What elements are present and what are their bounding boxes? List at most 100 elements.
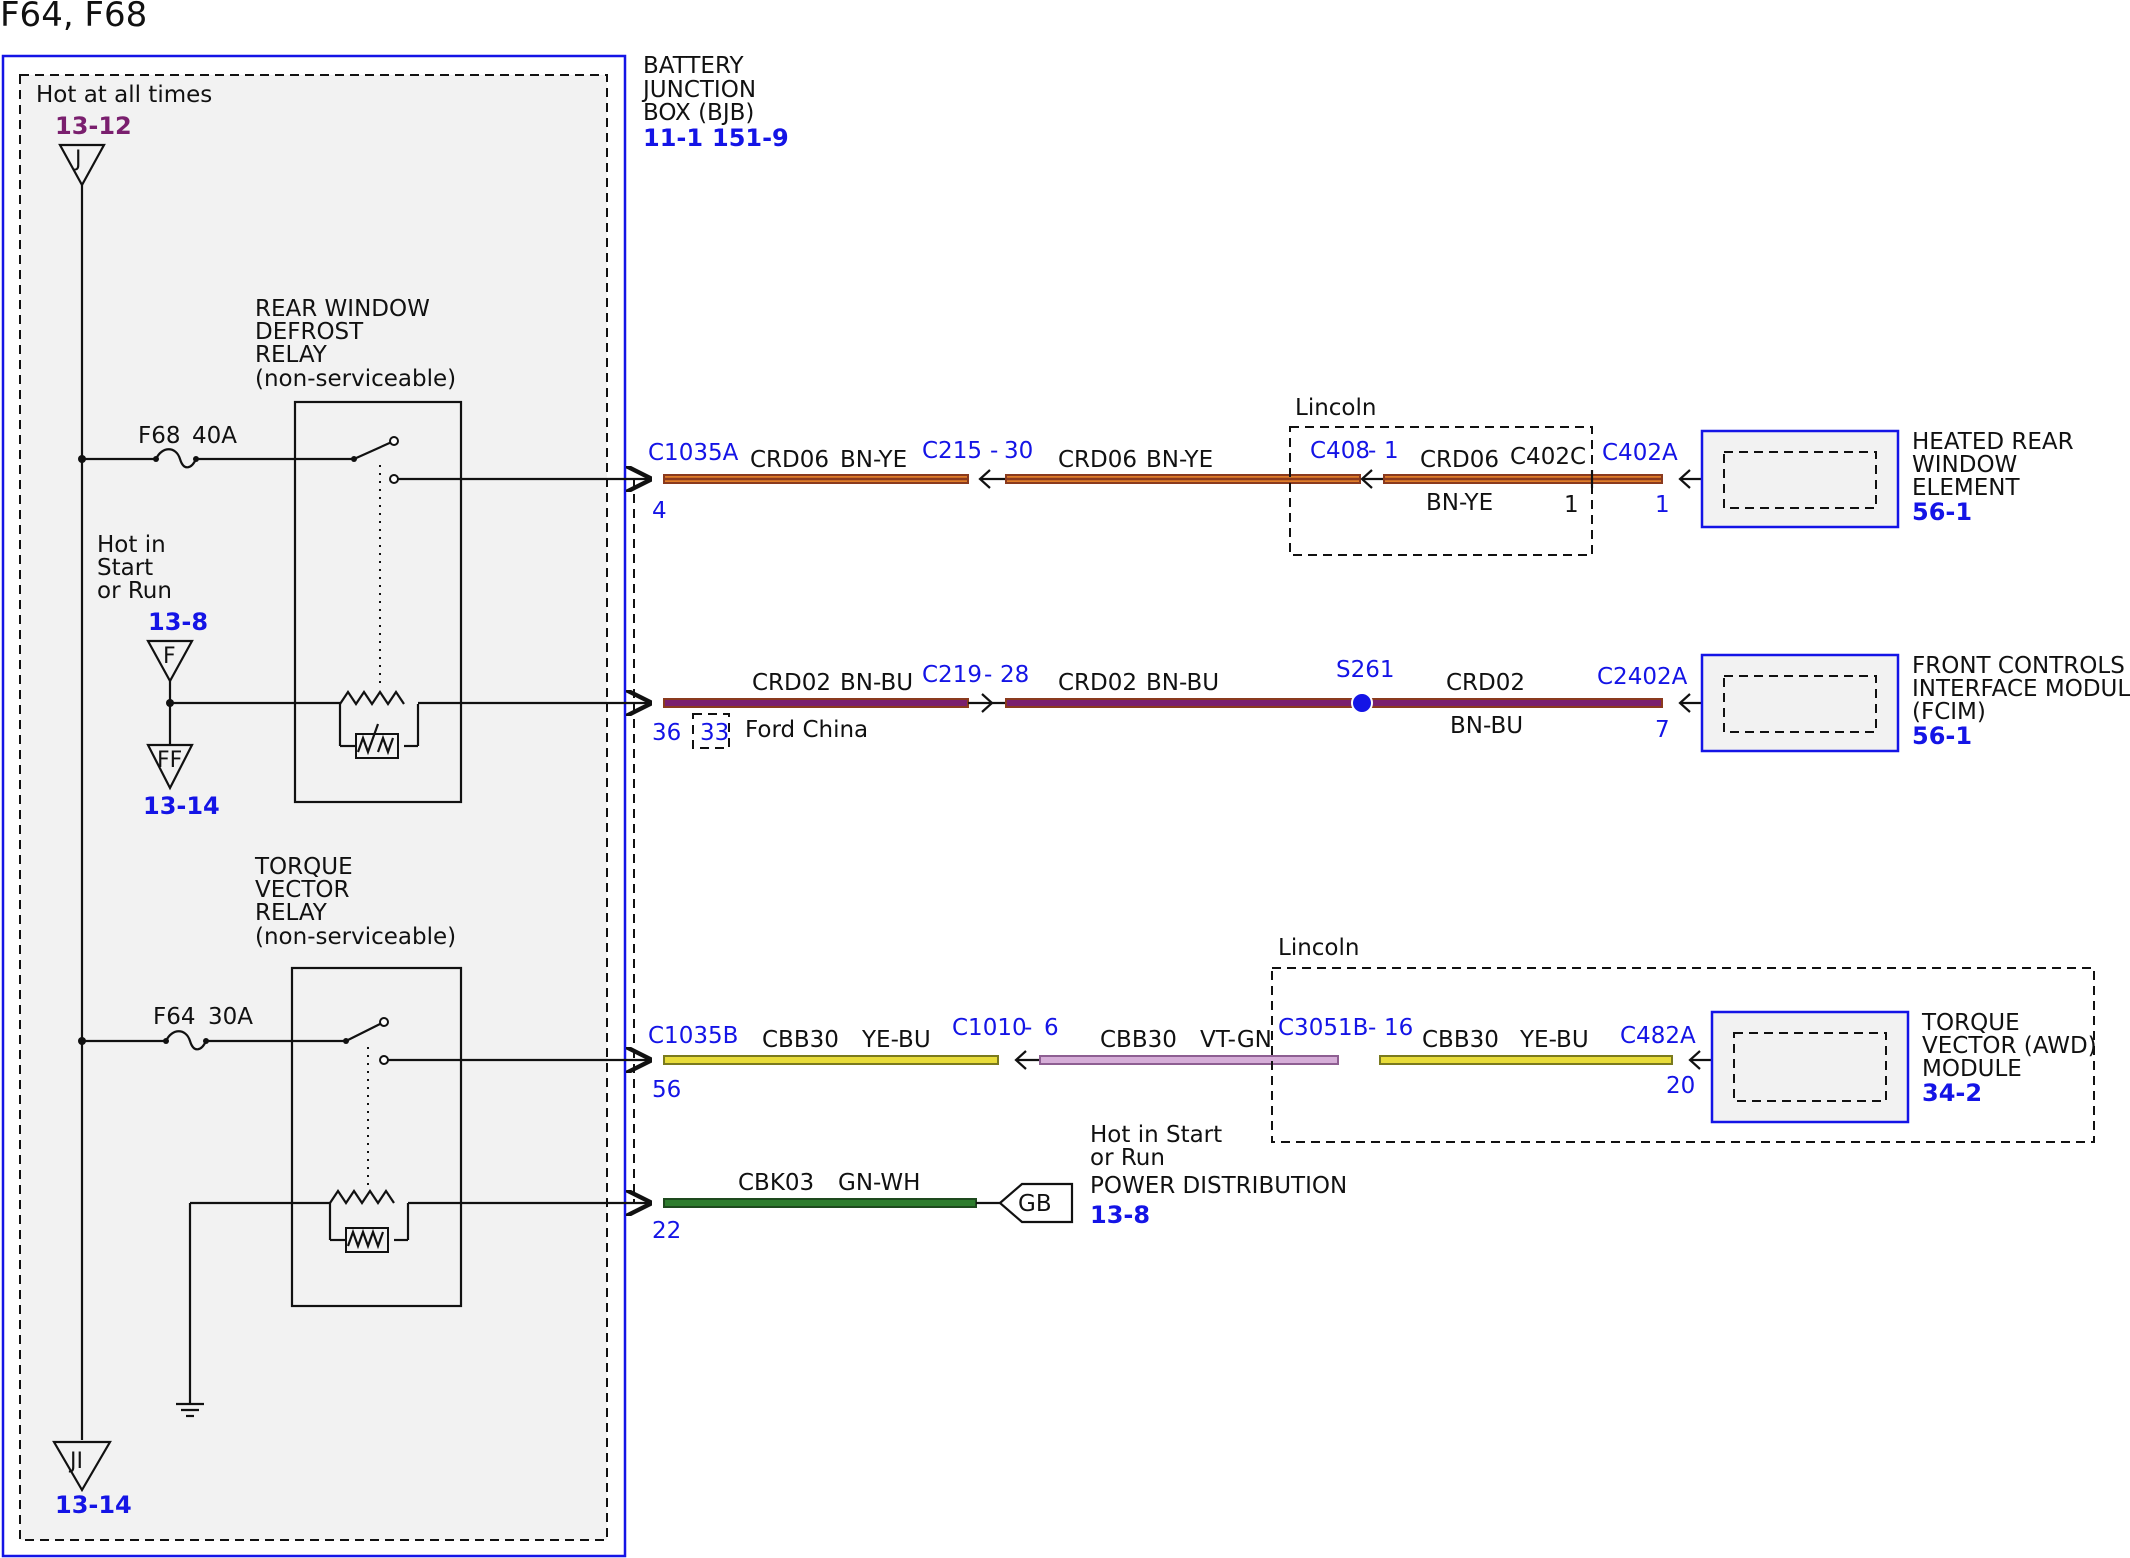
connector-triangle-f	[146, 639, 194, 684]
relay2-label-4: (non-serviceable)	[255, 924, 456, 950]
connector-ji-letter: JI	[68, 1449, 83, 1474]
device3-label-3: MODULE	[1922, 1056, 2022, 1082]
c1035b-pin: 56	[652, 1077, 681, 1103]
fuse-f64-amps: 30A	[208, 1004, 253, 1030]
bjb-ref-2[interactable]: 151-9	[712, 124, 789, 152]
c215-dash: -	[990, 438, 998, 464]
ground-gb-label: GB	[1018, 1191, 1052, 1217]
relay2-resistor	[345, 1227, 389, 1253]
c408-label[interactable]: C408	[1310, 438, 1370, 464]
c3051b-pin: 16	[1384, 1015, 1413, 1041]
c402a-pin: 1	[1655, 492, 1670, 518]
fuse-f68-label: F68	[138, 423, 181, 449]
wire-cbb30-seg3-circuit: CBB30	[1422, 1027, 1499, 1053]
connector-triangle-ff	[146, 743, 194, 791]
wire-cbb30-seg2-circuit: CBB30	[1100, 1027, 1177, 1053]
wire-crd02-seg2-color: BN-BU	[1146, 670, 1219, 696]
wire-cbb30-seg2[interactable]	[1039, 1055, 1339, 1065]
wire-cbb30-seg1-circuit: CBB30	[762, 1027, 839, 1053]
wire-crd06-seg1-color: BN-YE	[840, 447, 907, 473]
c1035a-pin-36: 36	[652, 720, 681, 746]
ji-ref[interactable]: 13-14	[55, 1491, 132, 1519]
c482a-label[interactable]: C482A	[1620, 1023, 1696, 1049]
c408-pin: 1	[1384, 438, 1399, 464]
splice-s261-label[interactable]: S261	[1336, 657, 1395, 683]
wire-cbb30-seg1-color: YE-BU	[861, 1027, 931, 1053]
c482a-pin: 20	[1666, 1073, 1695, 1099]
c1035b-label[interactable]: C1035B	[648, 1023, 738, 1049]
power-dist-ref[interactable]: 13-8	[1090, 1201, 1150, 1229]
c1010-label[interactable]: C1010	[952, 1015, 1027, 1041]
hot-all-times-ref[interactable]: 13-12	[55, 112, 132, 140]
hot-all-times-label: Hot at all times	[36, 82, 212, 108]
wire-cbk03-circuit: CBK03	[738, 1170, 814, 1196]
wire-cbk03[interactable]	[663, 1198, 977, 1208]
c1010-dash: -	[1024, 1015, 1032, 1041]
wire-crd06-seg1-circuit: CRD06	[750, 447, 829, 473]
c408-dash: -	[1368, 438, 1376, 464]
device3-ref[interactable]: 34-2	[1922, 1079, 1982, 1107]
c402a-label[interactable]: C402A	[1602, 440, 1678, 466]
wire-crd02-seg1-circuit: CRD02	[752, 670, 831, 696]
torque-vector-module-inner	[1733, 1032, 1887, 1102]
ff-ref[interactable]: 13-14	[143, 792, 220, 820]
device1-ref[interactable]: 56-1	[1912, 498, 1972, 526]
fcim-inner	[1723, 675, 1877, 733]
torque-vector-module[interactable]	[1710, 1010, 1910, 1124]
device2-ref[interactable]: 56-1	[1912, 722, 1972, 750]
relay1-box	[293, 400, 463, 804]
c402c-label: C402C	[1510, 444, 1586, 470]
lincoln-region-1	[1289, 426, 1593, 556]
bjb-ref-1[interactable]: 11-1	[643, 124, 703, 152]
c219-label[interactable]: C219	[922, 662, 982, 688]
bjb-label-2: JUNCTION	[641, 77, 756, 103]
relay1-label-1: REAR WINDOW	[255, 296, 430, 322]
relay2-box	[290, 966, 463, 1308]
connector-j-letter: J	[73, 147, 82, 172]
device1-label-1: HEATED REAR	[1912, 429, 2074, 455]
connector-triangle-j	[58, 143, 106, 188]
wire-crd02-seg3-color: BN-BU	[1450, 713, 1523, 739]
splice-s261[interactable]	[1351, 692, 1373, 714]
fuse-f68-icon	[155, 448, 198, 469]
heated-rear-window-element[interactable]	[1700, 429, 1900, 529]
fuse-f64-label: F64	[153, 1004, 196, 1030]
c3051b-dash: -	[1368, 1015, 1376, 1041]
relay1-contact	[389, 474, 399, 484]
c215-label[interactable]: C215	[922, 438, 982, 464]
relay2-label-1: TORQUE	[254, 854, 353, 880]
ford-china-pin: 33	[700, 720, 729, 746]
wire-cbk03-color: GN-WH	[838, 1170, 920, 1196]
lincoln-region-2	[1271, 967, 2095, 1143]
ford-china-pin-box	[692, 713, 730, 749]
wire-crd02-seg1[interactable]	[663, 698, 969, 708]
wire-cbb30-seg1[interactable]	[663, 1055, 999, 1065]
c3051b-label[interactable]: C3051B	[1278, 1015, 1368, 1041]
relay1-switch-arm	[353, 439, 395, 461]
wire-crd06-seg3-circuit: CRD06	[1420, 447, 1499, 473]
device2-label-3: (FCIM)	[1912, 699, 1986, 725]
hot-start-ref[interactable]: 13-8	[148, 608, 208, 636]
wire-crd06-seg2-circuit: CRD06	[1058, 447, 1137, 473]
heated-rear-window-inner	[1723, 451, 1877, 509]
front-controls-interface-module[interactable]	[1700, 653, 1900, 753]
wire-cbb30-seg3[interactable]	[1379, 1055, 1673, 1065]
relay1-coil-icon	[339, 690, 405, 706]
c1035a-pin: 4	[652, 498, 667, 524]
device2-label-2: INTERFACE MODULE	[1912, 676, 2130, 702]
relay1-resistor	[355, 733, 399, 759]
connector-ff-letter: FF	[157, 748, 182, 773]
bjb-label-3: BOX (BJB)	[643, 100, 754, 126]
c1035a-label[interactable]: C1035A	[648, 440, 739, 466]
power-dist-note-2: or Run	[1090, 1145, 1165, 1171]
fuse-f68-amps: 40A	[192, 423, 237, 449]
relay2-coil-icon	[329, 1189, 395, 1205]
c2402a-label[interactable]: C2402A	[1597, 664, 1688, 690]
device3-label-2: VECTOR (AWD)	[1922, 1033, 2097, 1059]
lincoln-region-label-1: Lincoln	[1295, 395, 1376, 421]
ground-gb-connector[interactable]	[998, 1182, 1074, 1224]
relay1-label-4: (non-serviceable)	[255, 366, 456, 392]
wire-crd02-seg2[interactable]	[1005, 698, 1663, 708]
hot-start-label-3: or Run	[97, 578, 172, 604]
